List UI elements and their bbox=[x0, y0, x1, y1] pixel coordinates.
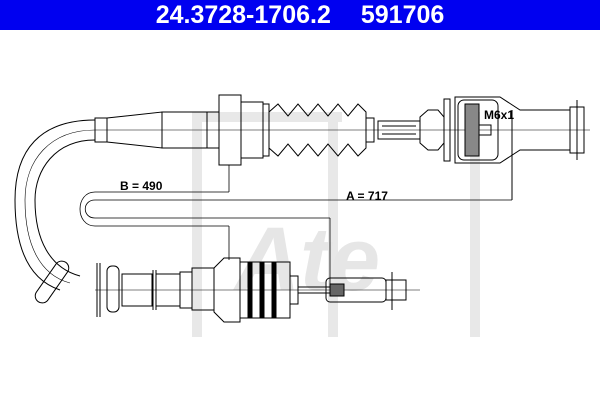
cable-drawing: Ate M6x1 bbox=[14, 94, 590, 337]
dimension-lines bbox=[79, 165, 512, 285]
title-bar: 24.3728-1706.2 591706 bbox=[0, 0, 600, 30]
part-number: 24.3728-1706.2 bbox=[155, 0, 331, 29]
lower-cable-assembly bbox=[34, 257, 420, 323]
watermark-text: Ate bbox=[233, 210, 380, 310]
watermark-logo-icon: Ate bbox=[192, 112, 480, 337]
thread-label: M6x1 bbox=[484, 108, 514, 122]
reference-number: 591706 bbox=[360, 0, 445, 29]
dimension-a-label: A = 717 bbox=[346, 189, 388, 203]
dimension-b-label: B = 490 bbox=[120, 179, 163, 193]
